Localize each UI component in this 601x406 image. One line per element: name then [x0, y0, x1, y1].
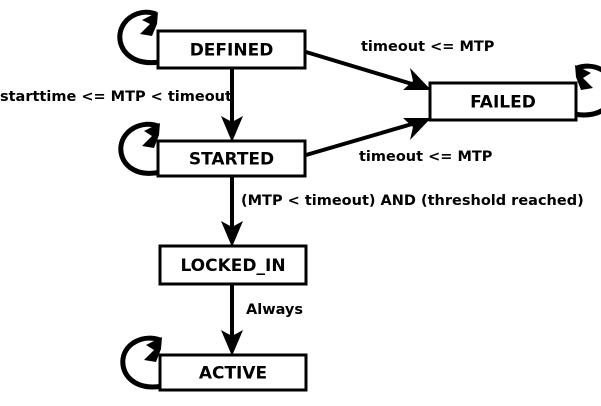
edge-label-defined-to-started: starttime <= MTP < timeout: [0, 89, 232, 105]
started-to-failed-arrowhead: [403, 118, 431, 140]
transition-defined-to-started: [221, 68, 243, 142]
started-to-locked-in-arrowhead: [221, 221, 243, 247]
state-box-started[interactable]: [156, 139, 307, 178]
defined-to-failed-arrowhead: [403, 68, 431, 90]
state-label-failed: FAILED: [470, 93, 536, 113]
state-label-started: STARTED: [189, 150, 274, 170]
state-node-active[interactable]: ACTIVE: [158, 353, 308, 392]
state-box-locked-in[interactable]: [158, 244, 308, 286]
state-box-active[interactable]: [158, 353, 308, 392]
started-self-loop-path: [118, 121, 162, 176]
state-label-defined: DEFINED: [190, 41, 274, 61]
locked-in-to-active-arrowhead: [221, 330, 243, 356]
active-self-loop-arrowhead: [144, 337, 162, 362]
state-node-failed[interactable]: FAILED: [428, 81, 578, 122]
transition-failed-self: [573, 63, 601, 118]
defined-self-loop-arrowhead: [140, 12, 158, 36]
edge-label-started-to-locked-in: (MTP < timeout) AND (threshold reached): [241, 193, 584, 209]
transition-started-to-locked-in: [221, 176, 243, 247]
edge-label-started-to-failed: timeout <= MTP: [359, 149, 493, 165]
state-label-locked-in: LOCKED_IN: [180, 256, 285, 276]
active-self-loop-path: [120, 335, 164, 390]
state-box-defined[interactable]: [156, 29, 307, 70]
started-self-loop-arrowhead: [142, 123, 160, 148]
state-node-defined[interactable]: DEFINED: [156, 29, 307, 70]
transition-started-to-failed: [305, 118, 431, 157]
transition-defined-self: [117, 9, 161, 66]
failed-self-loop-arrowhead: [575, 65, 593, 90]
transition-started-self: [118, 121, 162, 176]
state-node-locked-in[interactable]: LOCKED_IN: [158, 244, 308, 286]
transition-active-self: [120, 335, 164, 390]
transition-defined-to-failed: [305, 50, 431, 90]
started-to-failed-line: [305, 122, 413, 157]
edge-label-locked-in-to-active: Always: [246, 302, 303, 318]
failed-self-loop-path: [573, 63, 601, 118]
defined-to-failed-line: [305, 50, 413, 86]
defined-to-started-arrowhead: [221, 116, 243, 142]
state-node-started[interactable]: STARTED: [156, 139, 307, 178]
state-label-active: ACTIVE: [199, 364, 267, 384]
edge-label-defined-to-failed: timeout <= MTP: [361, 39, 495, 55]
defined-self-loop-path: [117, 9, 161, 66]
state-box-failed[interactable]: [428, 81, 578, 122]
transition-locked-in-to-active: [221, 284, 243, 356]
